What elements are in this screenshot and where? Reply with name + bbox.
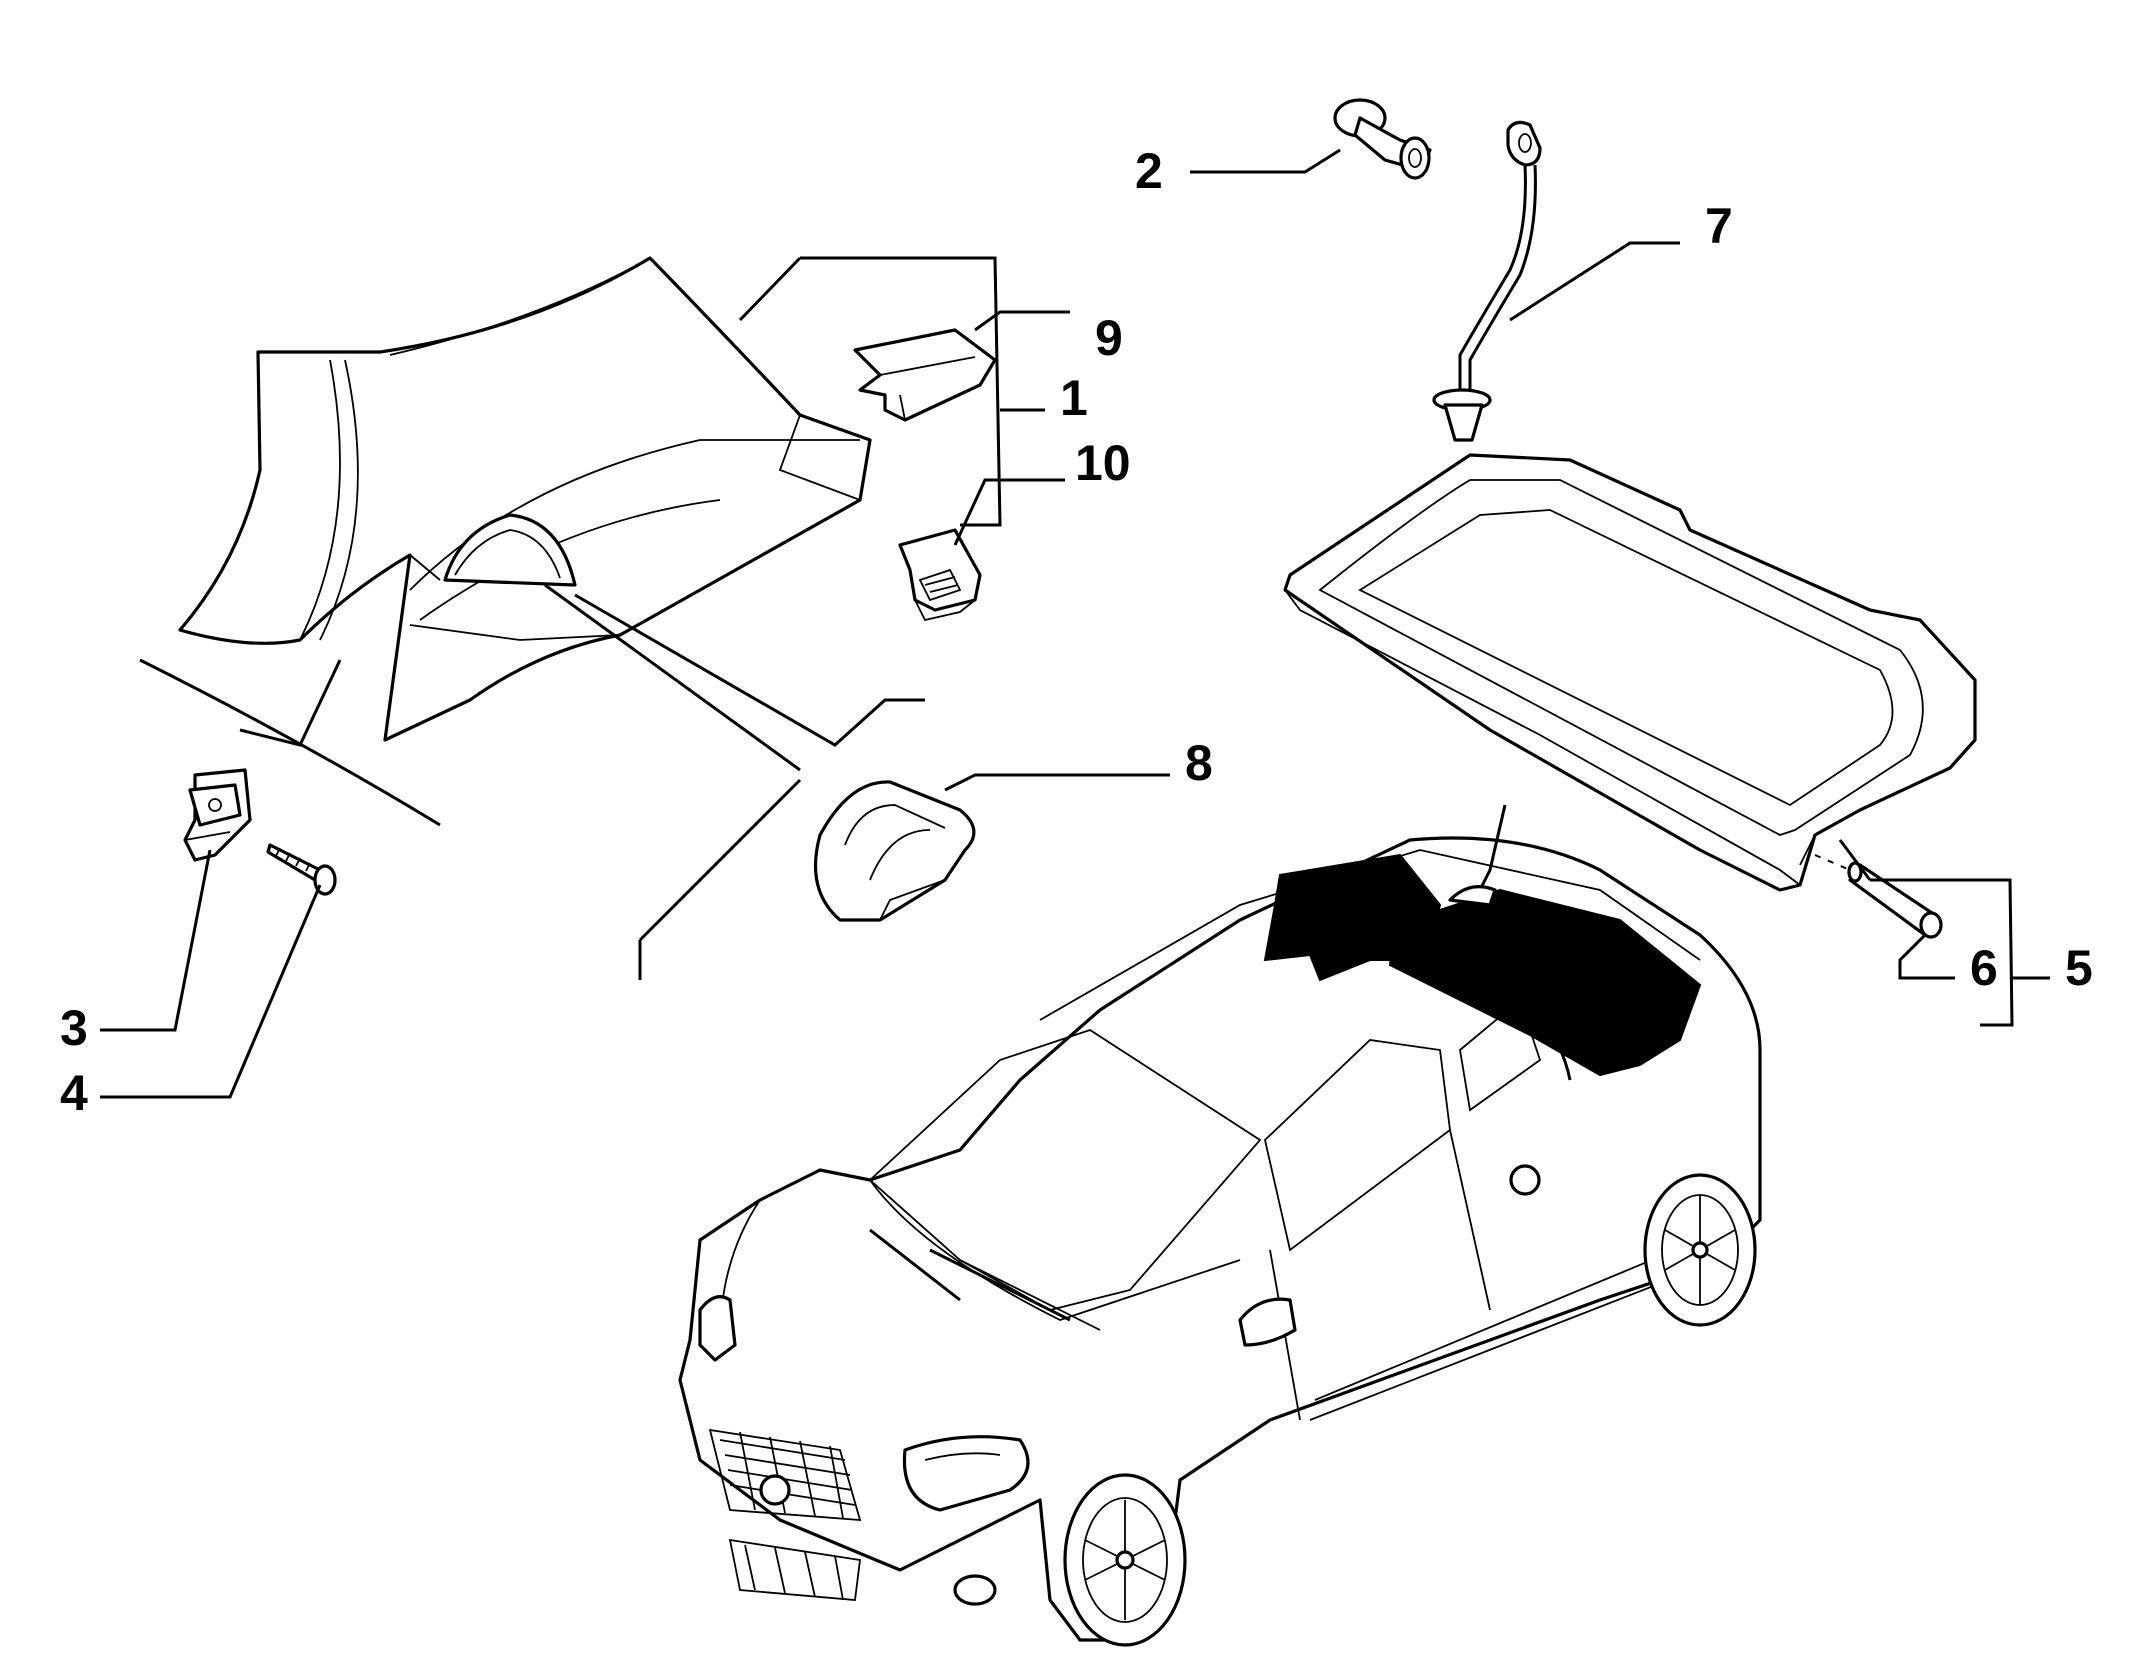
callout-8: 8 bbox=[1185, 735, 1213, 791]
callout-7: 7 bbox=[1705, 198, 1733, 254]
callout-10: 10 bbox=[1075, 435, 1131, 491]
mounting-bracket bbox=[183, 768, 252, 862]
support-pin bbox=[1847, 861, 1943, 939]
rear-side-trim-panel bbox=[178, 256, 872, 742]
callout-4: 4 bbox=[60, 1065, 88, 1121]
callout-6: 6 bbox=[1970, 940, 1998, 996]
lamp-housing bbox=[813, 780, 976, 922]
callout-9: 9 bbox=[1095, 310, 1123, 366]
clip-bracket bbox=[853, 328, 997, 422]
callout-2: 2 bbox=[1135, 143, 1163, 199]
callout-1: 1 bbox=[1060, 370, 1088, 426]
retaining-clip bbox=[898, 528, 982, 622]
parcel-shelf-cord bbox=[1432, 120, 1542, 442]
callout-3: 3 bbox=[60, 1000, 88, 1056]
parcel-shelf bbox=[1283, 453, 1977, 892]
callout-5: 5 bbox=[2065, 940, 2093, 996]
car-overview bbox=[678, 804, 1762, 1647]
push-fastener bbox=[1333, 98, 1432, 180]
self-tapping-screw bbox=[266, 843, 337, 896]
